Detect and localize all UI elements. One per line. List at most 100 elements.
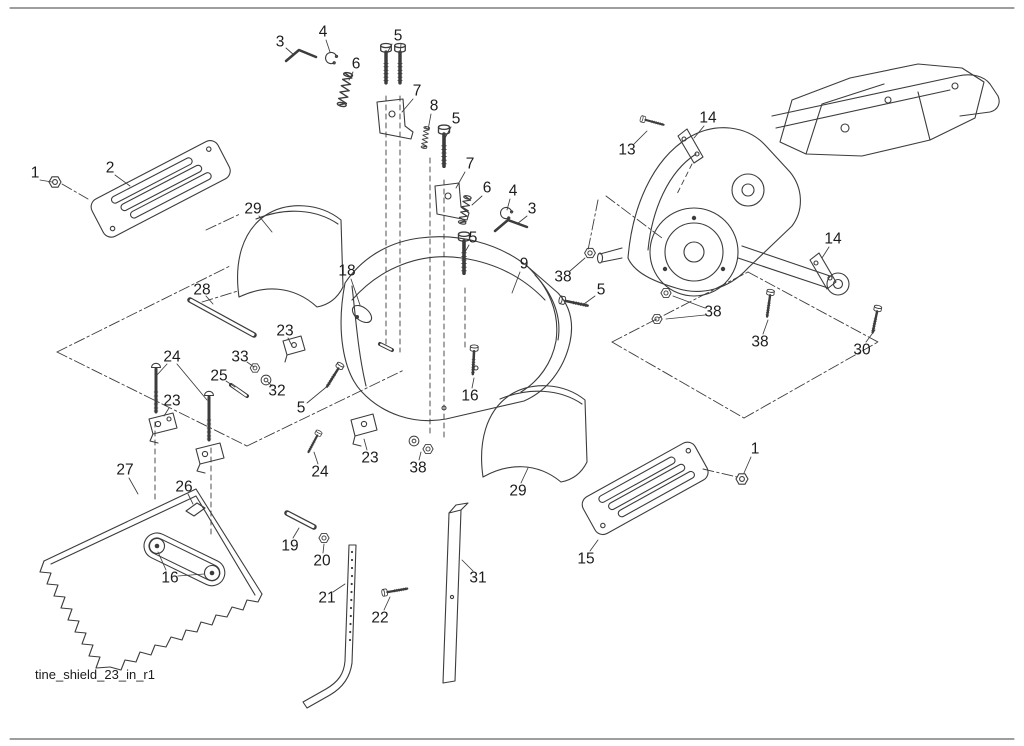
leader-line-14 — [821, 246, 830, 259]
leader-line-8 — [427, 113, 432, 131]
leader-line-21 — [332, 583, 346, 593]
part-callout-3: 3 — [528, 201, 537, 218]
leader-line-16 — [177, 573, 205, 577]
part-callout-23: 23 — [361, 450, 378, 467]
figure-id-label: tine_shield_23_in_r1 — [35, 667, 155, 682]
leader-line-5 — [306, 383, 331, 404]
drive-pulley — [649, 207, 739, 297]
leader-line-38 — [672, 295, 706, 309]
leader-line-28 — [205, 295, 214, 305]
bolt-30 — [867, 303, 884, 335]
alignment-lines — [56, 95, 879, 539]
spacer-26 — [185, 502, 206, 517]
part-callout-5: 5 — [597, 282, 606, 299]
part-callout-24: 24 — [163, 349, 181, 366]
part-callout-1: 1 — [751, 441, 760, 458]
rod-19 — [284, 510, 317, 530]
part-callout-19: 19 — [281, 538, 298, 555]
leader-line-29 — [258, 215, 273, 233]
bolt-5-top-b — [392, 41, 408, 85]
part-callout-26: 26 — [175, 479, 192, 496]
leader-line-3 — [285, 47, 295, 56]
part-callout-29: 29 — [244, 201, 261, 218]
nut-38-upper — [584, 247, 596, 259]
part-callout-15: 15 — [577, 551, 594, 568]
part-callout-38: 38 — [554, 269, 571, 286]
pulley-16-a — [148, 537, 166, 555]
reinforcement-plate-18 — [351, 304, 373, 324]
bracket-14-lower — [809, 252, 837, 290]
belt-16 — [143, 532, 226, 587]
part-callout-23: 23 — [276, 323, 293, 340]
transmission-assembly — [596, 63, 1000, 297]
pivot-rod-28 — [187, 297, 257, 338]
leader-line-6 — [471, 195, 483, 206]
part-callout-16: 16 — [461, 388, 478, 405]
leader-line-9 — [511, 271, 521, 294]
latch-rod-mid — [493, 218, 529, 233]
leader-line-1 — [743, 456, 752, 474]
bolt-5-top-a — [378, 41, 394, 85]
part-callout-25: 25 — [210, 368, 227, 385]
part-callout-16: 16 — [161, 570, 178, 587]
leader-line-5 — [444, 126, 452, 139]
leader-line-13 — [633, 130, 648, 145]
leader-line-27 — [128, 477, 139, 495]
leader-line-16 — [471, 377, 475, 389]
carriage-bolt-24-a — [150, 361, 162, 414]
leader-line-29 — [520, 467, 529, 484]
part-callout-22: 22 — [371, 610, 388, 627]
part-callout-3: 3 — [276, 34, 285, 51]
leader-line-16 — [157, 551, 167, 571]
leader-line-5 — [583, 295, 596, 305]
side-shield-left — [90, 140, 231, 238]
leader-line-15 — [589, 539, 599, 552]
bolt-5-mid — [436, 123, 452, 168]
clip-4-mid — [498, 205, 515, 222]
part-callout-5: 5 — [394, 28, 403, 45]
part-callout-9: 9 — [520, 256, 529, 273]
leader-line-30 — [865, 329, 876, 343]
nut-1-right — [735, 473, 749, 485]
shield-bracket-23-left-a — [148, 412, 178, 444]
nut-38-center — [422, 444, 434, 454]
drag-bar-31 — [442, 502, 469, 684]
leader-line-3 — [516, 215, 528, 225]
bracket-14-upper — [677, 128, 704, 164]
leader-line-5 — [385, 43, 393, 56]
part-callout-6: 6 — [352, 56, 361, 73]
leader-line-4 — [325, 39, 331, 53]
part-callout-29: 29 — [509, 483, 526, 500]
leader-line-24 — [176, 363, 208, 401]
leader-line-24 — [156, 363, 168, 376]
part-callout-1: 1 — [31, 165, 40, 182]
nut-38-lower — [651, 314, 663, 324]
part-callout-8: 8 — [430, 98, 439, 115]
part-callout-6: 6 — [483, 180, 492, 197]
leader-line-24 — [313, 451, 319, 465]
leader-line-14 — [693, 125, 705, 139]
latch-rod-top — [284, 48, 318, 63]
part-callout-21: 21 — [318, 590, 335, 607]
part-callout-2: 2 — [106, 160, 115, 177]
depth-stake-21 — [302, 544, 357, 709]
leader-line-23 — [287, 337, 293, 347]
pin-25 — [229, 383, 249, 398]
part-callout-20: 20 — [313, 553, 331, 570]
leader-line-32 — [267, 381, 273, 387]
part-callout-38: 38 — [704, 304, 721, 321]
curved-shield-right — [481, 385, 588, 483]
part-callout-5: 5 — [297, 400, 306, 417]
part-callout-14: 14 — [699, 110, 717, 127]
part-callout-28: 28 — [193, 282, 210, 299]
leader-line-19 — [292, 527, 300, 539]
bolt-5-shield — [322, 360, 346, 390]
bolt-22 — [380, 584, 409, 598]
leader-line-2 — [114, 174, 131, 187]
leader-line-6 — [348, 71, 354, 81]
leader-line-22 — [383, 596, 391, 611]
leader-line-23 — [363, 438, 368, 451]
leader-line-4 — [506, 198, 511, 211]
leader-line-31 — [461, 559, 474, 572]
